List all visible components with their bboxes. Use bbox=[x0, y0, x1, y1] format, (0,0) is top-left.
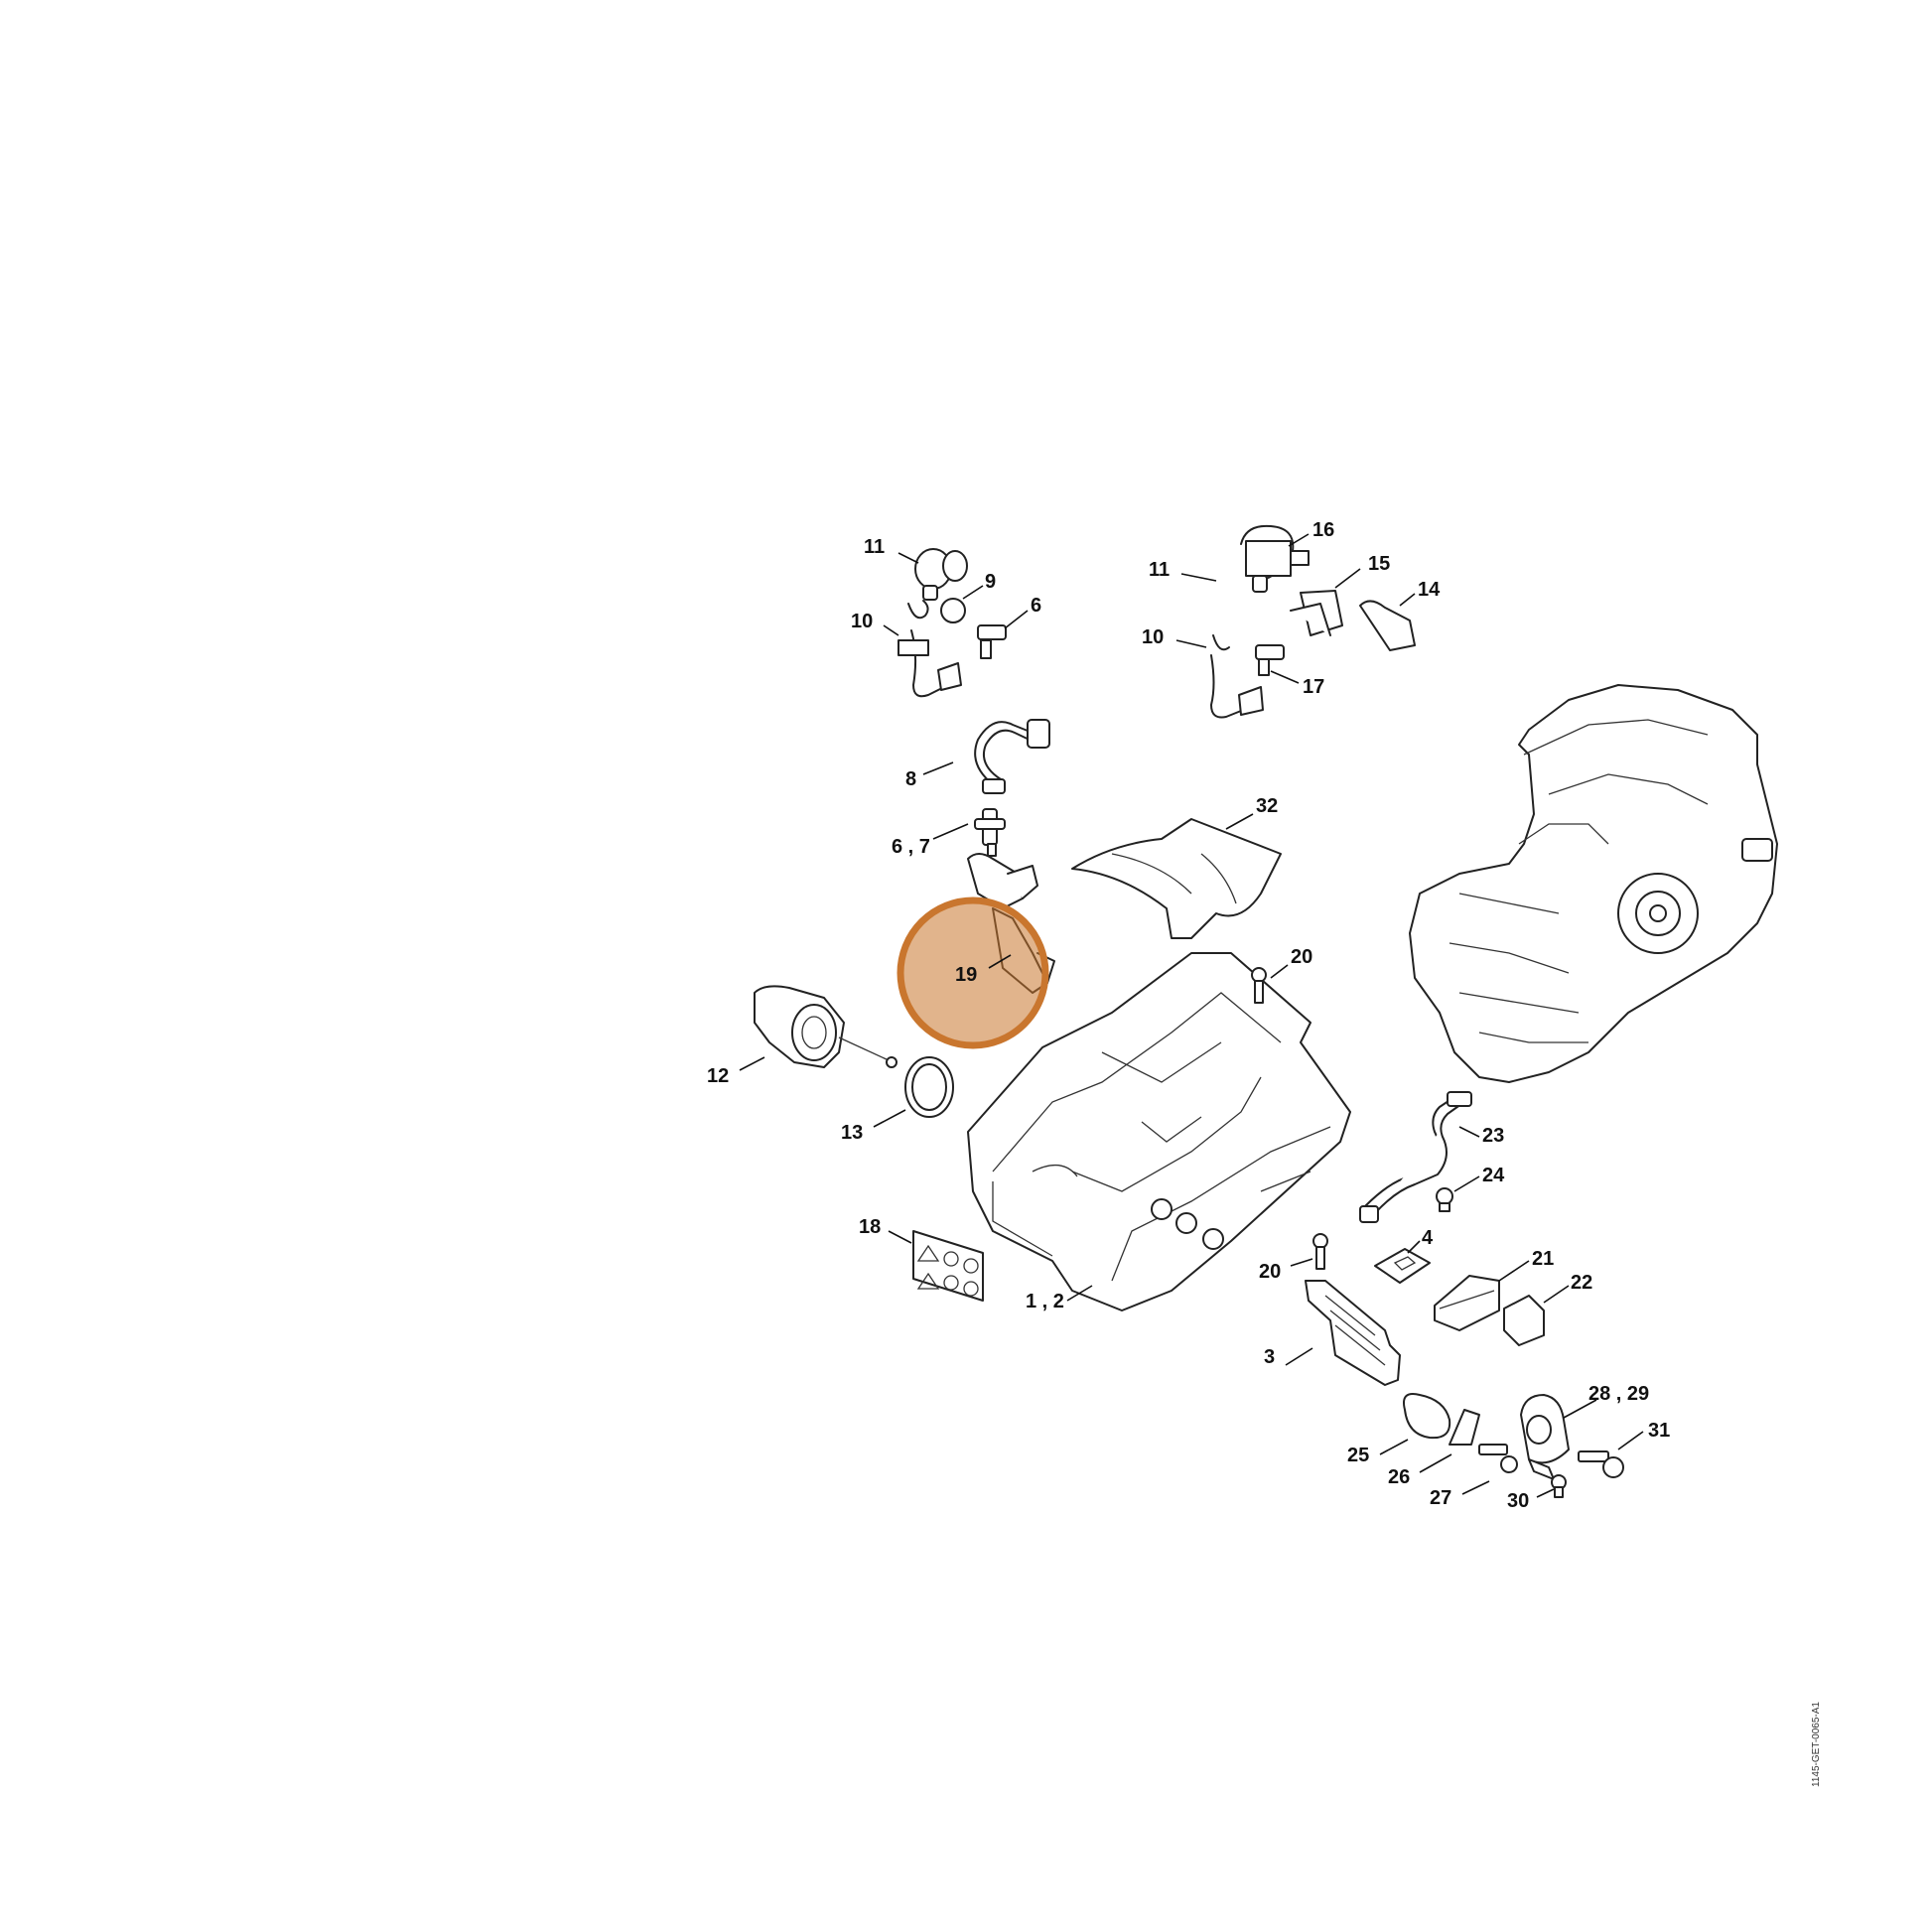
callout-21: 21 bbox=[1532, 1248, 1554, 1270]
part-screw-30 bbox=[1551, 1474, 1567, 1498]
callout-4: 4 bbox=[1422, 1227, 1434, 1249]
callout-12: 12 bbox=[707, 1065, 729, 1087]
callout-20: 20 bbox=[1259, 1261, 1281, 1283]
part-tee-connector bbox=[974, 808, 1006, 857]
callout-22: 22 bbox=[1571, 1272, 1592, 1294]
callout-20: 20 bbox=[1291, 946, 1312, 968]
callout-25: 25 bbox=[1347, 1445, 1369, 1466]
part-screw-upper bbox=[1251, 967, 1267, 1004]
callout-15: 15 bbox=[1368, 553, 1390, 575]
callout-8: 8 bbox=[905, 768, 916, 790]
part-fuel-filter-assembly-left bbox=[897, 548, 1007, 698]
callout-23: 23 bbox=[1482, 1125, 1504, 1147]
part-fuel-filter-assembly-right bbox=[1210, 524, 1416, 719]
part-bracket bbox=[1434, 1275, 1500, 1331]
part-screw-27 bbox=[1478, 1444, 1518, 1473]
callout-32: 32 bbox=[1256, 795, 1278, 817]
callout-11: 11 bbox=[864, 536, 885, 558]
callout-14: 14 bbox=[1418, 579, 1441, 601]
part-spring bbox=[1403, 1393, 1451, 1440]
callout-6: 6 bbox=[1031, 595, 1041, 617]
callout-26: 26 bbox=[1388, 1466, 1410, 1488]
part-screw-lower bbox=[1312, 1233, 1328, 1270]
callout-24: 24 bbox=[1482, 1165, 1505, 1186]
part-shroud bbox=[1071, 818, 1282, 939]
part-oil-hose bbox=[1359, 1091, 1472, 1223]
part-screw-31 bbox=[1578, 1450, 1624, 1478]
part-av-mount bbox=[1520, 1394, 1570, 1480]
part-cover-plate bbox=[1305, 1280, 1401, 1386]
highlight-circle bbox=[897, 897, 1049, 1049]
part-engine-block bbox=[1409, 684, 1778, 1083]
part-bracket-26 bbox=[1449, 1409, 1480, 1446]
callout-3: 3 bbox=[1264, 1346, 1275, 1368]
callout-10: 10 bbox=[851, 611, 873, 632]
callout-10: 10 bbox=[1142, 626, 1164, 648]
callout-30: 30 bbox=[1507, 1490, 1529, 1512]
callout-27: 27 bbox=[1430, 1487, 1451, 1509]
callout-17: 17 bbox=[1303, 676, 1324, 698]
callout-6-7: 6 , 7 bbox=[892, 836, 930, 858]
part-ignition-module bbox=[754, 985, 897, 1068]
callout-19-highlighted: 19 bbox=[955, 964, 977, 986]
part-fuel-hose bbox=[974, 719, 1050, 794]
part-warning-label bbox=[912, 1230, 984, 1302]
document-code: 1145-GET-0065-A1 bbox=[1811, 1702, 1822, 1787]
callout-labels: 11 9 10 6 16 11 15 14 10 17 8 32 6 , 7 2… bbox=[707, 519, 1670, 1512]
part-screw-24 bbox=[1436, 1187, 1453, 1212]
callout-11: 11 bbox=[1149, 559, 1170, 581]
part-o-ring bbox=[904, 1056, 954, 1118]
part-pad bbox=[1374, 1248, 1431, 1284]
callout-16: 16 bbox=[1312, 519, 1334, 541]
leader-lines bbox=[739, 533, 1644, 1498]
callout-18: 18 bbox=[859, 1216, 881, 1238]
part-crankcase-housing bbox=[967, 952, 1351, 1311]
callout-9: 9 bbox=[985, 571, 996, 593]
callout-28-29: 28 , 29 bbox=[1588, 1383, 1649, 1405]
callout-31: 31 bbox=[1648, 1420, 1670, 1442]
part-clip bbox=[1503, 1295, 1545, 1346]
callout-13: 13 bbox=[841, 1122, 863, 1144]
callout-1-2: 1 , 2 bbox=[1026, 1291, 1064, 1312]
